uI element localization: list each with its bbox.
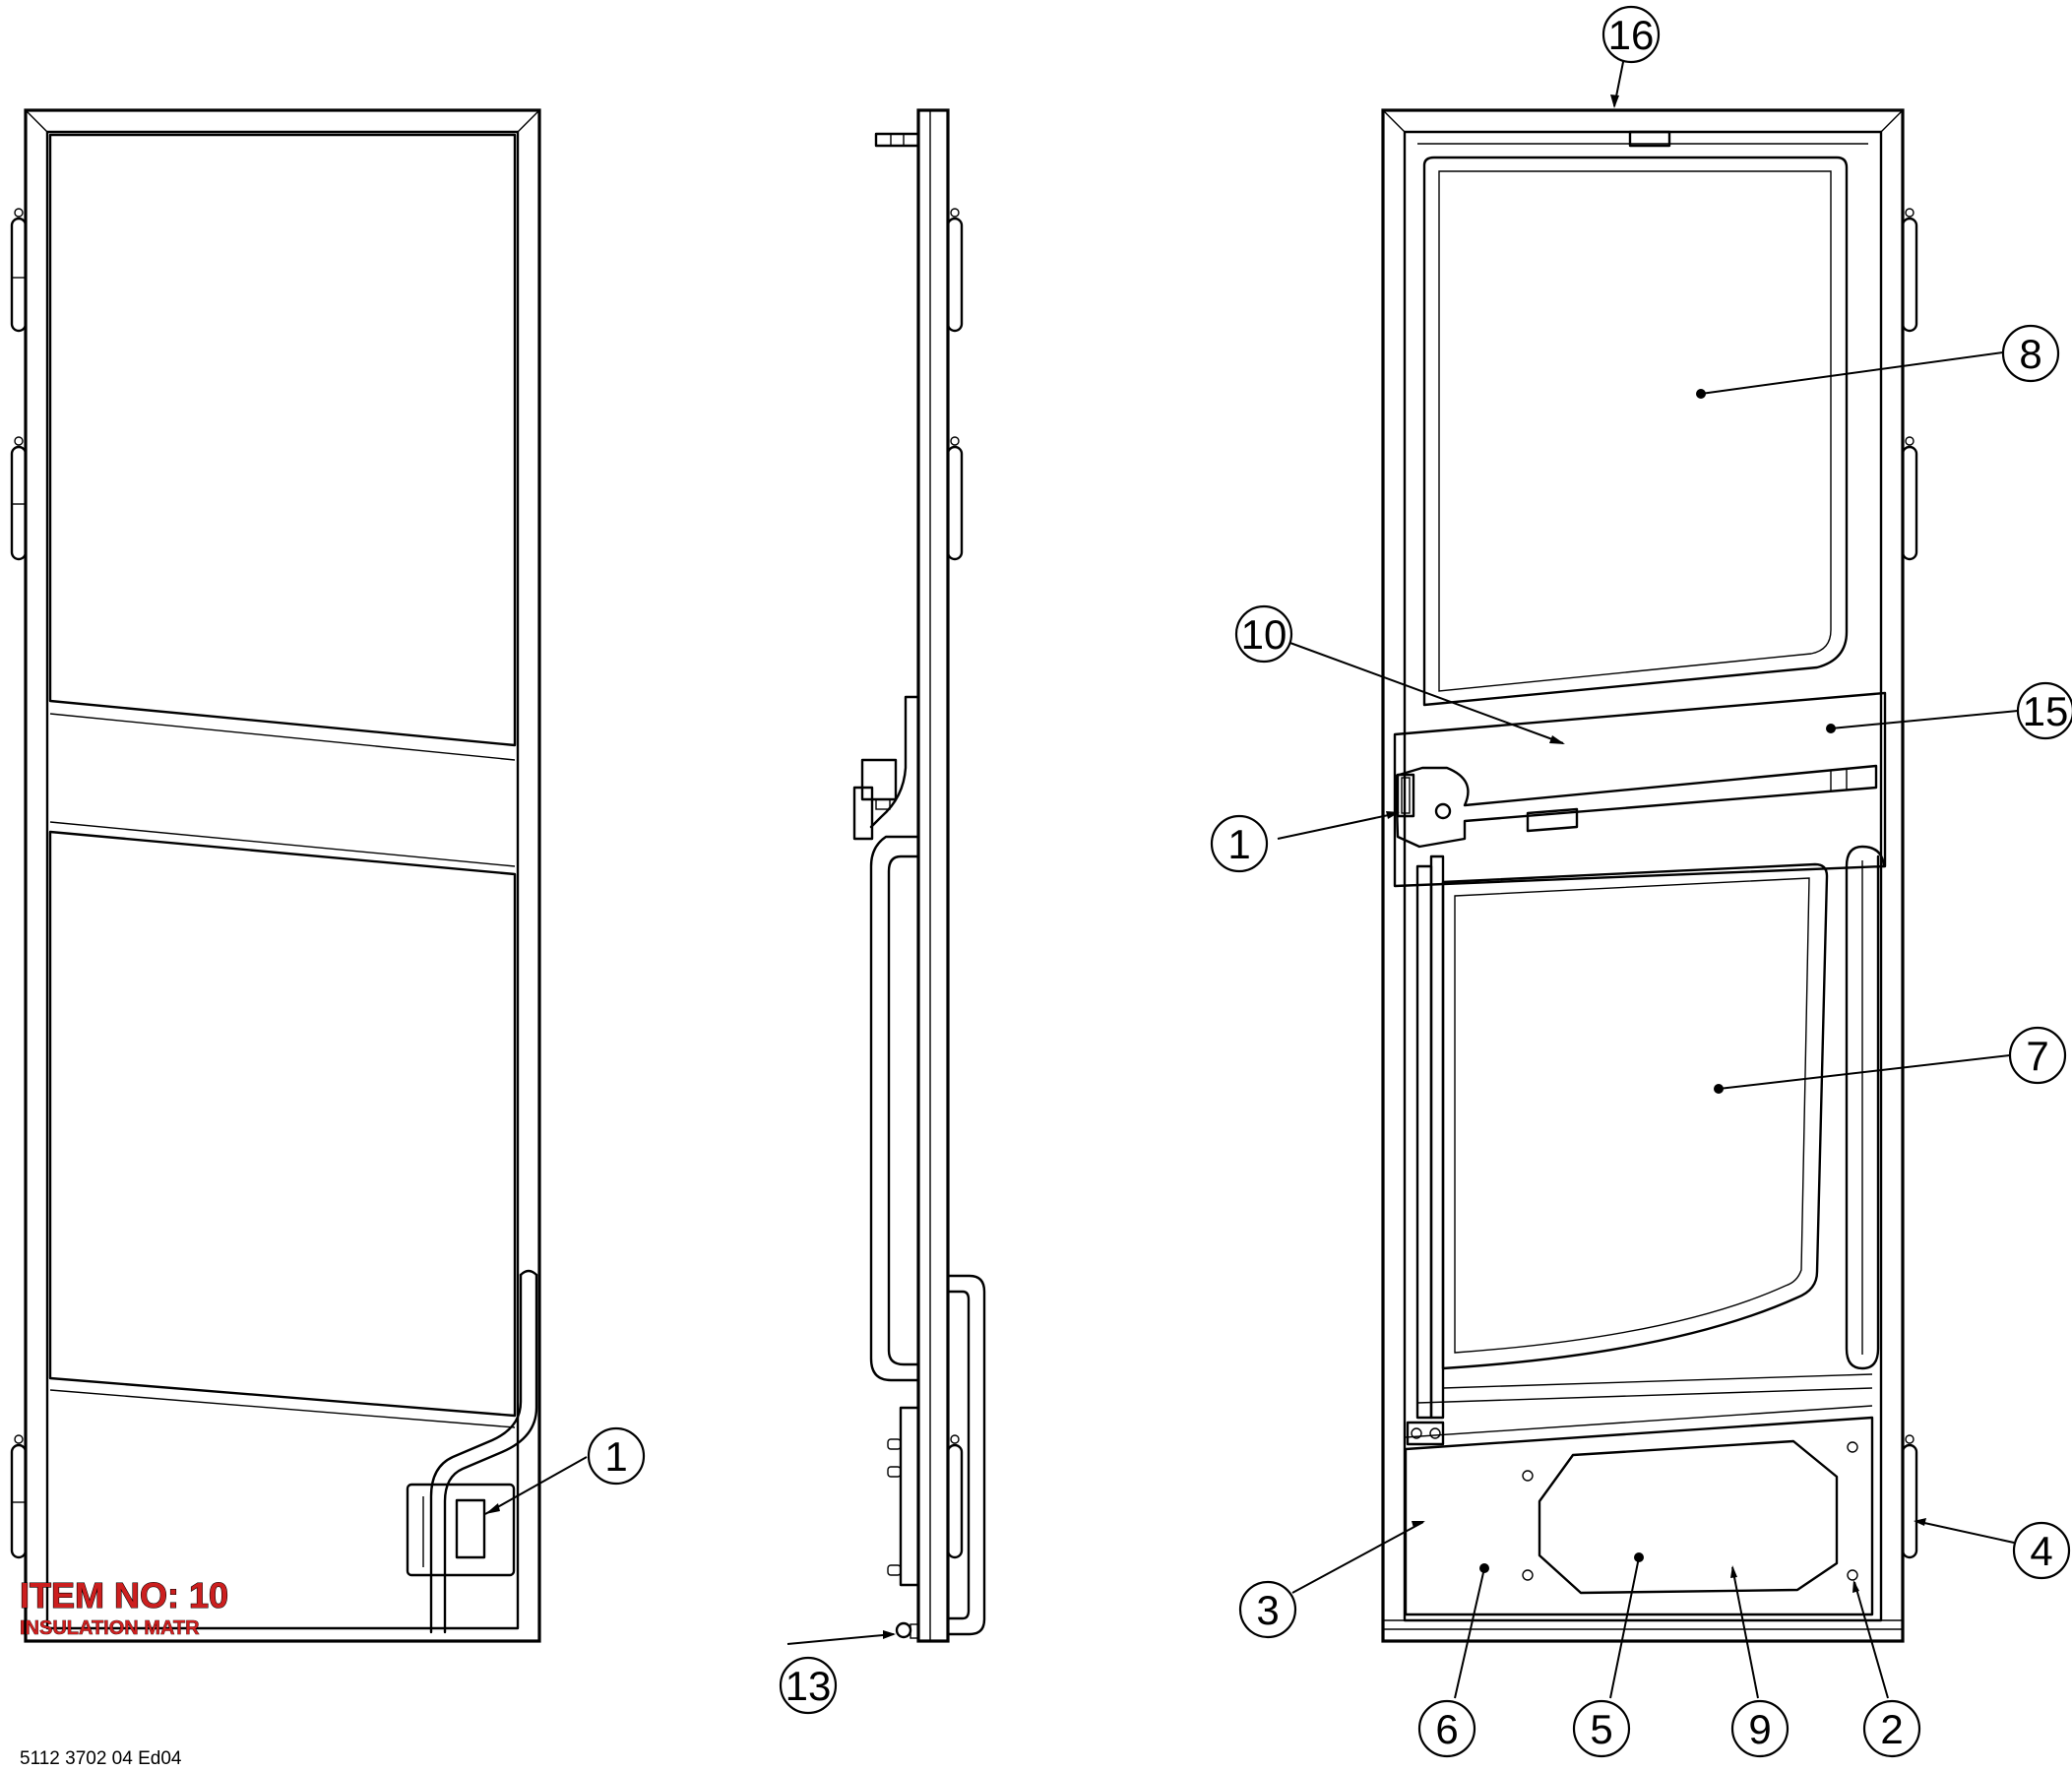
balloon-8: 8 [2001,324,2060,383]
balloon-4: 4 [2012,1521,2071,1580]
front-upper-glass [48,133,517,761]
rear-lower-glass [1416,862,1873,1404]
front-hinge-top [10,208,28,333]
rear-kick-panel [1404,1405,1874,1616]
front-hinge-bottom [10,1434,28,1559]
rear-latch-bar [1394,764,1878,849]
svg-text:10: 10 [1241,611,1287,658]
item-number-label: ITEM NO: 10 [20,1575,228,1615]
front-door-frame [24,108,541,1643]
front-handle [429,1269,538,1634]
balloon-7: 7 [2008,1026,2067,1085]
side-bottom-fitting [895,1621,919,1639]
balloon-2: 2 [1862,1699,1921,1758]
svg-text:9: 9 [1748,1706,1771,1752]
side-hinge-middle [946,436,964,561]
leader-lines [484,56,2019,1699]
svg-text:5: 5 [1590,1706,1612,1752]
balloon-10: 10 [1234,604,1293,664]
front-view [10,108,541,1643]
rear-handle [1845,845,1886,1370]
side-hinge-bottom [946,1434,964,1559]
svg-text:4: 4 [2030,1528,2052,1574]
rear-hinge-bottom [1901,1434,1918,1559]
balloon-3: 3 [1238,1580,1297,1639]
side-lower-bracket [887,1406,920,1587]
side-handle-upper [869,835,920,1382]
side-door-profile [916,108,950,1643]
balloon-1-rear: 1 [1210,814,1269,873]
svg-text:1: 1 [1227,821,1250,867]
rear-hinge-middle [1901,436,1918,561]
side-handle-lower [946,1274,986,1636]
side-top-bracket [874,132,920,148]
balloon-13: 13 [779,1656,838,1715]
svg-text:6: 6 [1435,1706,1458,1752]
rear-hinge-top [1901,208,1918,333]
rear-left-channel [1415,854,1445,1420]
side-latch-mechanism [852,695,920,841]
svg-text:1: 1 [604,1433,627,1480]
rear-view [1381,108,1918,1643]
side-hinge-top [946,208,964,333]
item-callout: ITEM NO: 10 INSULATION MATR [19,1574,228,1639]
document-reference: 5112 3702 04 Ed04 [20,1748,182,1769]
balloon-5: 5 [1572,1699,1631,1758]
balloon-16: 16 [1601,5,1661,64]
item-description-label: INSULATION MATR [20,1617,200,1639]
balloon-1-front: 1 [587,1426,646,1486]
front-lock-plate [406,1483,516,1577]
side-view [852,108,986,1643]
svg-text:3: 3 [1256,1587,1279,1633]
rear-upper-glass [1422,156,1849,707]
svg-text:2: 2 [1880,1706,1903,1752]
rear-octagon-vent [1522,1439,1858,1595]
balloon-15: 15 [2016,681,2072,740]
svg-text:15: 15 [2023,688,2069,734]
svg-text:13: 13 [785,1663,832,1709]
svg-text:7: 7 [2026,1033,2048,1079]
svg-text:16: 16 [1608,12,1655,58]
front-hinge-middle [10,436,28,561]
balloon-6: 6 [1417,1699,1476,1758]
front-lower-glass [48,821,517,1428]
svg-text:8: 8 [2019,331,2041,377]
balloon-9: 9 [1730,1699,1789,1758]
